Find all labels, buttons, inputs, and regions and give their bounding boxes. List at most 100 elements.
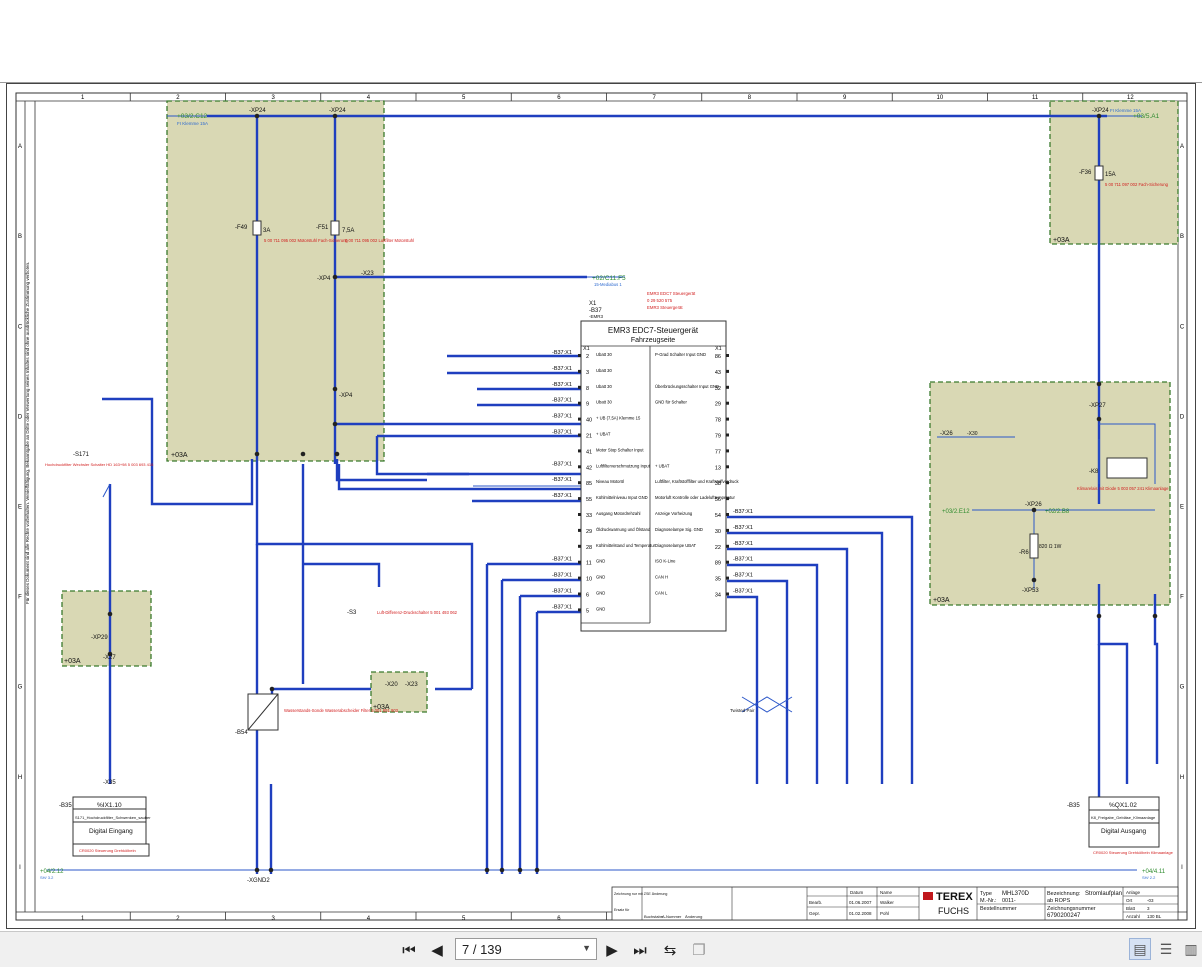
label-f51-val: 7,5A (342, 228, 354, 234)
pin-label: Anzeige Vorheizung (655, 511, 693, 516)
previous-page-button[interactable]: ◀ (431, 942, 443, 959)
label-k8: -K8 (1089, 469, 1099, 475)
pin-number: 42 (586, 465, 592, 471)
pin-wire-label: -B37:X1 (733, 589, 753, 595)
label-f51: -F51 (316, 225, 329, 231)
ref-top-left: +03/2.C12 (177, 113, 208, 120)
tb-bestell-label: Bestellnummer (980, 906, 1017, 912)
page-number-select[interactable]: 7 / 139 ▼ (455, 938, 597, 960)
first-page-button[interactable]: ⏮ (402, 941, 416, 959)
ref-i12-sub: SH/ 2.2 (1142, 875, 1156, 880)
column-label: 4 (367, 916, 371, 922)
vertical-copyright: Für dieses Dokument sind alle Rechte vor… (25, 262, 30, 604)
b35-right-type: Digital Ausgang (1101, 828, 1147, 835)
tb-bearb-date: 01.06.2007 (849, 900, 872, 905)
pin-wire-label: -B37:X1 (733, 509, 753, 515)
row-label: A (18, 144, 22, 150)
last-page-button[interactable]: ⏭ (633, 941, 647, 959)
column-label: 4 (367, 95, 371, 101)
pin-label: + UBAT (596, 432, 611, 437)
row-label: E (1180, 505, 1184, 511)
tb-zeich-value: 6790200247 (1047, 913, 1081, 919)
pin-terminal (578, 417, 581, 421)
pin-wire-label: -B37:X1 (552, 366, 572, 372)
company-sub: FUCHS (938, 906, 969, 916)
continuous-view-button[interactable]: ☰ (1159, 940, 1173, 957)
pin-terminal (578, 513, 581, 516)
pin-wire-label: -B37:X1 (552, 350, 572, 356)
label-box-03a-5: +03A (373, 704, 390, 711)
label-s3: -S3 (347, 610, 357, 616)
tb-mnr-label: M.-Nr.: (980, 898, 997, 904)
ref-top-right: +03/5.A1 (1133, 113, 1160, 120)
pin-label: Diagnoselampe UBAT (655, 543, 697, 548)
row-label: C (18, 324, 23, 330)
ecu-name: EMR3 EDC7-Steuergerät (608, 326, 699, 335)
label-f36-val: 15A (1105, 172, 1116, 178)
pin-number: 40 (586, 418, 592, 424)
ecu-left-pin: 41 Motor Stop Schalter Input (578, 447, 644, 455)
rotate-icon[interactable]: ⇆ (663, 942, 677, 959)
schematic-labels: -XP24 -XP24 -XP24 +03/2.C12 FI Klemme 15… (25, 108, 1174, 919)
ref-i12: +04/4.11 (1142, 869, 1166, 875)
pin-number: 3 (586, 370, 589, 376)
pin-label: + UBAT (655, 463, 670, 468)
pin-terminal (726, 401, 729, 405)
note-s3: Luft-Differenz-Druckschalter 5 001 493 0… (377, 610, 458, 615)
fuse-box-right (1049, 100, 1179, 245)
pin-label: Luftfilter, Kraftstofffilter und Kraftst… (655, 479, 739, 484)
tb-bez-value2: ab ROPS (1047, 898, 1071, 904)
row-label: H (18, 775, 22, 781)
column-label: 5 (462, 916, 466, 922)
copy-icon[interactable]: ❐ (692, 942, 706, 959)
ecu-right-header: X1 (715, 346, 722, 352)
pin-terminal (726, 513, 729, 516)
ecu-left-header: X1 (583, 346, 590, 352)
pin-label: Niveau Motoröl (596, 479, 624, 484)
ecu-right-pin: 43 (715, 369, 729, 376)
label-f49-val: 3A (263, 228, 270, 234)
label-b35-right: -B35 (1067, 803, 1080, 809)
pin-number: 8 (586, 386, 589, 392)
label-box-03a-1: +03A (171, 452, 188, 459)
tb-type-value: MHL370D (1002, 891, 1030, 897)
tb-anlage-label: Anlage (1126, 890, 1141, 895)
two-page-view-button[interactable]: ▥ (1184, 940, 1198, 957)
title-block (611, 886, 1179, 921)
pin-wire-label: -B37:X1 (552, 589, 572, 595)
pin-terminal (726, 385, 729, 389)
label-twisted: Twisted Pair (730, 708, 755, 713)
ecu-right-pin: 77 (715, 449, 729, 455)
pin-number: 79 (715, 434, 721, 440)
pin-number: 41 (586, 449, 592, 455)
next-page-button[interactable]: ▶ (606, 942, 618, 959)
pin-number: 86 (715, 354, 721, 360)
single-page-view-button[interactable]: ▤ (1129, 938, 1151, 960)
pin-terminal (726, 465, 729, 469)
tb-zeichnung: Zeichnung nur mit ZSE Änderung (614, 892, 667, 896)
label-b54: -B54 (235, 730, 248, 736)
label-x27: -X27 (103, 655, 116, 661)
pin-terminal (726, 528, 729, 532)
label-xp53: -XP53 (1022, 588, 1039, 594)
ecu-right-pin: 86P-Grad Schalter Input GND (655, 352, 729, 360)
pin-terminal (726, 417, 729, 421)
pin-label: Kühlmittelniveau Input GND (596, 495, 648, 500)
tb-gepr-name: Pohl (880, 911, 889, 916)
pin-number: 2 (586, 354, 589, 360)
tb-blatt-value: 3 (1147, 906, 1150, 911)
connector-box-left (61, 590, 152, 667)
label-xp26: -XP26 (1025, 502, 1042, 508)
pin-label: Motor Stop Schalter Input (596, 447, 644, 452)
pin-wire-label: -B37:X1 (552, 414, 572, 420)
pin-wire-label: -B37:X1 (733, 573, 753, 579)
pin-number: 30 (715, 529, 721, 535)
tb-datum-label: Datum (850, 890, 864, 895)
ref-c11-sub: 15-Mediabus 1 (594, 282, 622, 287)
pin-number: 10 (586, 577, 592, 583)
